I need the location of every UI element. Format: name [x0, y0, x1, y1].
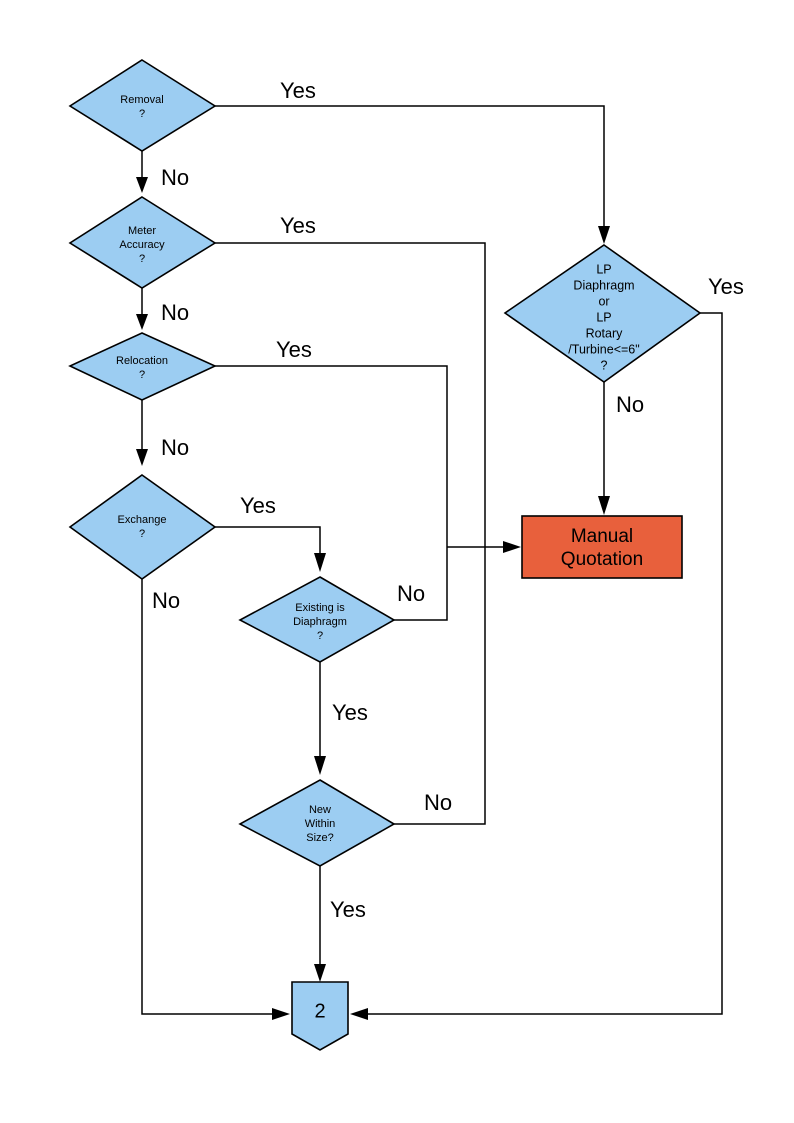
new-within-size-label-line-1: New — [309, 804, 331, 816]
edge-label-removal-no: No — [161, 165, 189, 190]
edge-label-meter-accuracy-no: No — [161, 300, 189, 325]
connector-2-shape — [291, 981, 349, 1051]
edge-lp-yes-line — [364, 312, 723, 1015]
edge-manual-quotation-arrow-left — [503, 541, 521, 553]
edge-label-existing-yes: Yes — [332, 700, 368, 725]
relocation-label-line-2: ? — [139, 369, 145, 381]
removal-label-line-1: Removal — [120, 94, 163, 106]
new-within-size-label-line-2: Within — [305, 818, 336, 830]
edge-label-meter-accuracy-yes: Yes — [280, 213, 316, 238]
exchange-label-line-1: Exchange — [118, 514, 167, 526]
edge-label-exchange-no: No — [152, 588, 180, 613]
lp-diaphragm-label-line-6: /Turbine<=6" — [568, 342, 639, 356]
meter-accuracy-label-line-2: Accuracy — [119, 239, 165, 251]
existing-is-diaphragm-label-line-3: ? — [317, 630, 323, 642]
edge-removal-no-arrow — [136, 177, 148, 193]
edge-label-new-size-no: No — [424, 790, 452, 815]
existing-is-diaphragm-label-line-2: Diaphragm — [293, 616, 347, 628]
existing-is-diaphragm-label-line-1: Existing is — [295, 602, 345, 614]
edge-relocation-no-arrow — [136, 449, 148, 466]
edge-exchange-no-arrow — [272, 1008, 290, 1020]
edge-label-lp-no: No — [616, 392, 644, 417]
edge-removal-yes-line — [215, 105, 605, 231]
lp-diaphragm-label-line-4: LP — [596, 310, 611, 324]
edge-new-size-no-line — [394, 547, 486, 825]
exchange-diamond-shape — [68, 474, 217, 580]
manual-quotation-box-shape — [521, 515, 683, 579]
edge-exchange-no-line — [141, 579, 276, 1015]
edge-label-new-size-yes: Yes — [330, 897, 366, 922]
edge-lp-no-arrow — [598, 496, 610, 515]
exchange-label-line-2: ? — [139, 528, 145, 540]
lp-diaphragm-label-line-5: Rotary — [586, 326, 624, 340]
manual-quotation-label-line-2: Quotation — [561, 549, 643, 570]
edge-label-lp-yes: Yes — [708, 274, 744, 299]
node-exchange[interactable]: Exchange ? — [68, 474, 217, 580]
relocation-diamond-shape — [68, 332, 217, 401]
edge-lp-yes-arrow — [350, 1008, 368, 1020]
edge-relocation-yes-line — [215, 365, 448, 547]
node-removal[interactable]: Removal ? — [68, 59, 217, 152]
node-meter-accuracy[interactable]: Meter Accuracy ? — [68, 196, 217, 289]
edge-exchange-yes-arrow — [314, 553, 326, 572]
edge-exchange-yes-line — [215, 526, 321, 557]
edge-existing-no-line — [394, 547, 448, 621]
existing-is-diaphragm-diamond-shape — [238, 576, 396, 663]
edge-label-relocation-yes: Yes — [276, 337, 312, 362]
node-new-within-size[interactable]: New Within Size? — [238, 779, 396, 867]
node-connector-2[interactable]: 2 — [291, 981, 349, 1051]
edge-new-size-yes-arrow — [314, 964, 326, 982]
edge-meter-yes-line — [215, 242, 486, 547]
edge-label-existing-no: No — [397, 581, 425, 606]
edge-label-exchange-yes: Yes — [240, 493, 276, 518]
lp-diaphragm-diamond-shape — [503, 244, 702, 383]
edge-meter-no-arrow — [136, 314, 148, 330]
relocation-label-line-1: Relocation — [116, 355, 168, 367]
manual-quotation-label-line-1: Manual — [571, 526, 633, 547]
lp-diaphragm-label-line-7: ? — [601, 358, 608, 372]
lp-diaphragm-label-line-3: or — [598, 294, 609, 308]
removal-diamond-shape — [68, 59, 217, 152]
edge-removal-yes-arrow — [598, 226, 610, 244]
edge-label-removal-yes: Yes — [280, 78, 316, 103]
node-manual-quotation[interactable]: Manual Quotation — [521, 515, 683, 579]
connector-2-label: 2 — [314, 1000, 325, 1022]
removal-label-line-2: ? — [139, 108, 145, 120]
new-within-size-label-line-3: Size? — [306, 832, 334, 844]
node-lp-diaphragm[interactable]: LP Diaphragm or LP Rotary /Turbine<=6" ? — [503, 244, 702, 383]
new-within-size-diamond-shape — [238, 779, 396, 867]
meter-accuracy-label-line-3: ? — [139, 253, 145, 265]
node-relocation[interactable]: Relocation ? — [68, 332, 217, 401]
edge-existing-yes-arrow — [314, 756, 326, 775]
meter-accuracy-diamond-shape — [68, 196, 217, 289]
edge-label-relocation-no: No — [161, 435, 189, 460]
lp-diaphragm-label-line-1: LP — [596, 262, 611, 276]
node-existing-is-diaphragm[interactable]: Existing is Diaphragm ? — [238, 576, 396, 663]
meter-accuracy-label-line-1: Meter — [128, 225, 156, 237]
lp-diaphragm-label-line-2: Diaphragm — [573, 278, 634, 292]
